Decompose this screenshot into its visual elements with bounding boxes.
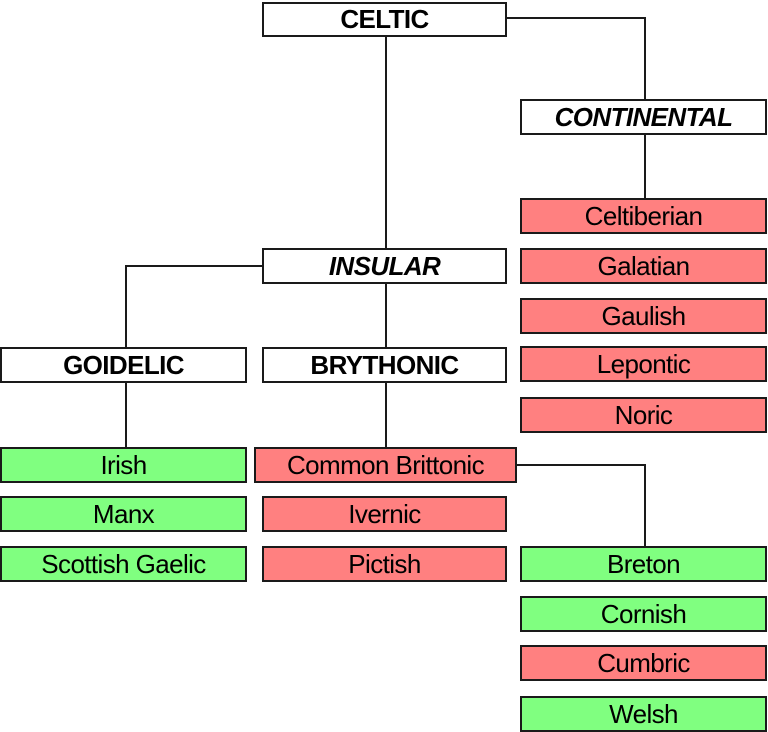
node-continental: CONTINENTAL (520, 99, 767, 135)
edge-insular-goidelic (125, 265, 262, 348)
node-cornish: Cornish (520, 596, 767, 632)
node-celtiberian: Celtiberian (520, 198, 767, 234)
node-goidelic: GOIDELIC (0, 347, 247, 383)
node-galatian: Galatian (520, 248, 767, 284)
edge-celtic-continental (506, 17, 646, 100)
node-gaulish: Gaulish (520, 298, 767, 334)
node-noric: Noric (520, 397, 767, 433)
node-lepontic: Lepontic (520, 346, 767, 382)
node-breton: Breton (520, 546, 767, 582)
node-pictish: Pictish (262, 546, 507, 582)
node-welsh: Welsh (520, 696, 767, 732)
node-celtic: CELTIC (262, 2, 507, 37)
node-brythonic: BRYTHONIC (262, 347, 507, 383)
node-ivernic: Ivernic (262, 496, 507, 532)
node-cumbric: Cumbric (520, 645, 767, 681)
node-common-brittonic: Common Brittonic (254, 447, 517, 483)
node-manx: Manx (0, 496, 247, 532)
node-scottish-gaelic: Scottish Gaelic (0, 546, 247, 582)
node-irish: Irish (0, 447, 247, 483)
node-insular: INSULAR (262, 248, 507, 284)
edge-common-brittonic-breton (516, 464, 646, 547)
